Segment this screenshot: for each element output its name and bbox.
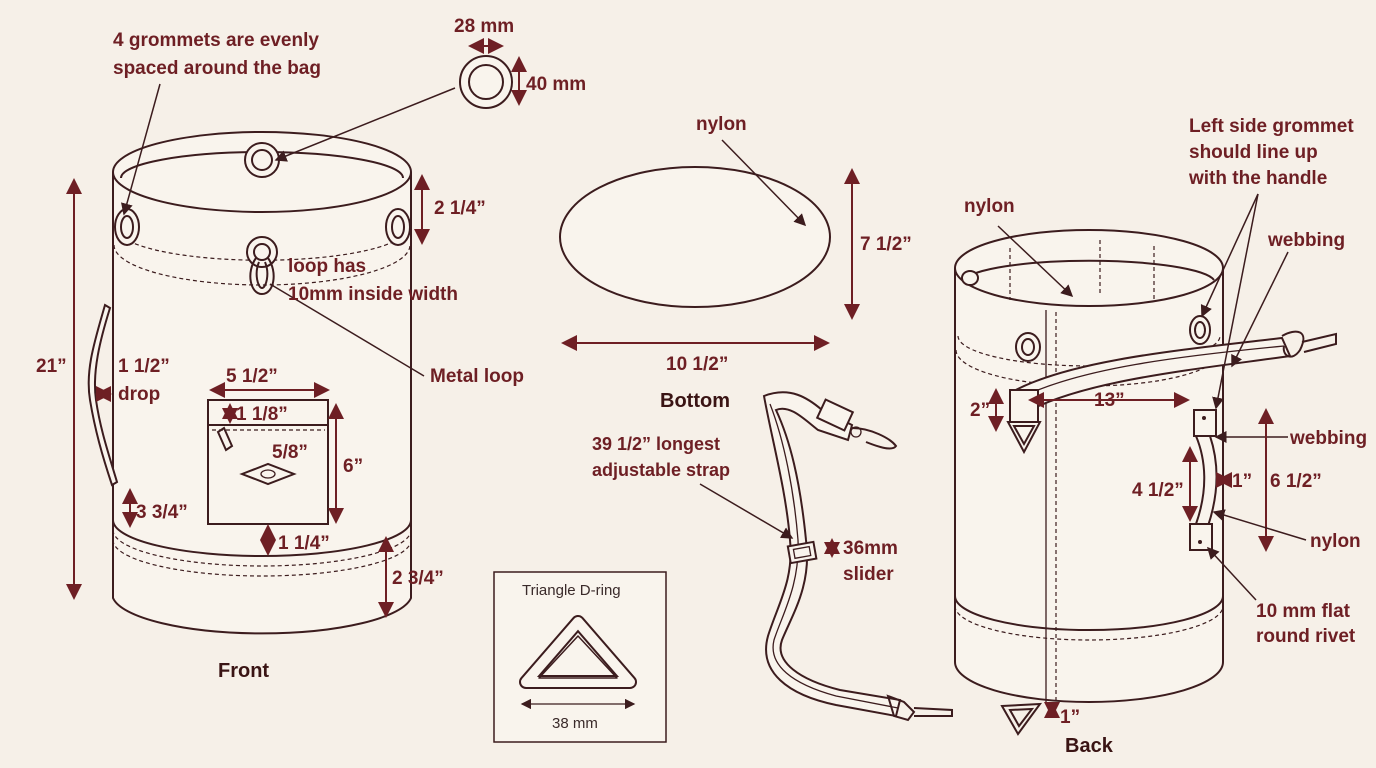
label-webbing-top: webbing <box>1267 230 1345 251</box>
label-strap-1: 39 1/2” longest <box>592 434 720 454</box>
label-grommets-2: spaced around the bag <box>113 58 321 79</box>
label-grommet-height: 40 mm <box>526 74 586 95</box>
label-dring-width: 38 mm <box>552 715 598 732</box>
dring-box <box>493 571 667 743</box>
triangle-dring-icon <box>521 617 635 687</box>
grommet-detail <box>459 38 527 109</box>
label-height-21: 21” <box>36 356 67 377</box>
label-pocket-gap: 1 1/4” <box>278 533 330 554</box>
back-bag-body <box>954 268 1224 703</box>
bottom-view <box>559 139 860 351</box>
front-grommet-right <box>385 208 411 246</box>
label-left-grommet-1: Left side grommet <box>1189 116 1354 137</box>
handle-webbing-bottom <box>1189 523 1213 551</box>
label-back-1: 1” <box>1232 471 1252 492</box>
label-loop-1: loop has <box>288 256 366 277</box>
metal-loop-icon <box>249 257 275 296</box>
back-dring-right-icon <box>1281 330 1305 358</box>
label-webbing-mid: webbing <box>1289 428 1367 449</box>
label-left-grommet-2: should line up <box>1189 142 1318 163</box>
label-bottom: Bottom <box>660 390 730 412</box>
back-dimensions <box>988 193 1307 718</box>
strap <box>699 391 953 722</box>
back-grommet-left <box>1015 332 1041 362</box>
label-drop-2: drop <box>118 384 160 405</box>
label-left-grommet-3: with the handle <box>1188 168 1327 189</box>
back-grommet-right <box>1189 315 1211 345</box>
strap-clasp-top-icon <box>851 427 898 450</box>
label-drop-1: 1 1/2” <box>118 356 170 377</box>
pocket-logo-icon <box>239 462 297 486</box>
label-front: Front <box>218 660 269 682</box>
label-slider-2: slider <box>843 564 894 585</box>
label-nylon-handle: nylon <box>1310 531 1361 552</box>
label-pocket-height: 6” <box>343 456 363 477</box>
label-slider-1: 36mm <box>843 538 898 559</box>
label-back-612: 6 1/2” <box>1270 471 1322 492</box>
label-pocket-58: 5/8” <box>272 442 308 463</box>
front-grommet-center <box>246 236 278 296</box>
strap-clasp-bottom-icon <box>886 694 916 722</box>
label-rivet-2: round rivet <box>1256 626 1356 647</box>
back-grommet-top <box>961 270 979 286</box>
label-back-2: 2” <box>970 400 990 421</box>
label-back-13: 13” <box>1094 390 1125 411</box>
back-dring-bottom-icon <box>1000 702 1043 736</box>
front-grommet-left <box>114 208 140 246</box>
label-grommets-1: 4 grommets are evenly <box>113 30 319 51</box>
back-dring-left-icon <box>1006 421 1042 455</box>
label-bottom-width: 10 1/2” <box>666 354 728 375</box>
bottom-panel <box>559 166 831 308</box>
label-rivet-1: 10 mm flat <box>1256 601 1351 622</box>
handle-webbing-top <box>1193 409 1217 437</box>
label-pocket-bottom: 3 3/4” <box>136 502 188 523</box>
label-loop-2: 10mm inside width <box>288 284 458 305</box>
label-metal-loop: Metal loop <box>430 366 524 387</box>
leader-grommet-detail <box>274 87 456 162</box>
label-nylon-back: nylon <box>964 196 1015 217</box>
label-pocket-width: 5 1/2” <box>226 366 278 387</box>
label-back-412: 4 1/2” <box>1132 480 1184 501</box>
label-nylon-bottom: nylon <box>696 114 747 135</box>
label-strap-2: adjustable strap <box>592 460 730 480</box>
label-top-band: 2 1/4” <box>434 198 486 219</box>
front-grommet-top <box>244 142 280 178</box>
back-tab-left <box>1009 389 1039 423</box>
label-pocket-zip: 1 1/8” <box>236 404 288 425</box>
front-side-handle <box>87 303 119 487</box>
leader-metal-loop <box>269 283 425 377</box>
zipper-pull-icon <box>216 426 234 452</box>
labels: 4 grommets are evenly spaced around the … <box>36 16 1367 757</box>
label-back: Back <box>1065 735 1114 757</box>
label-back-bottom-1: 1” <box>1060 707 1080 728</box>
front-dimensions <box>66 174 430 618</box>
label-grommet-width: 28 mm <box>454 16 514 37</box>
label-bottom-depth: 7 1/2” <box>860 234 912 255</box>
strap-slider <box>786 540 818 565</box>
leader-grommets <box>121 83 161 216</box>
label-bottom-band: 2 3/4” <box>392 568 444 589</box>
strap-tab-top <box>815 398 855 432</box>
label-dring-title: Triangle D-ring <box>522 582 621 599</box>
